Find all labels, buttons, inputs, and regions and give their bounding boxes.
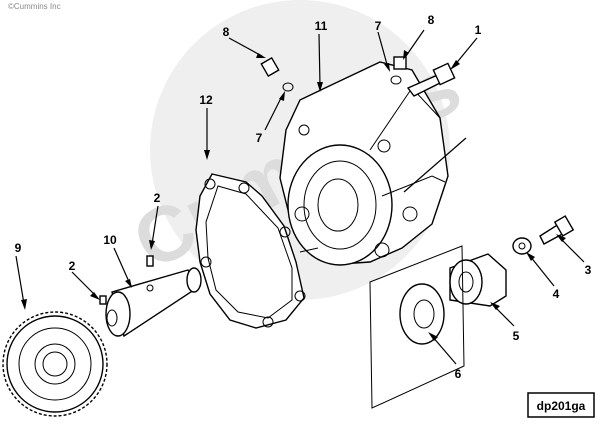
callout-2-lower: 2 bbox=[69, 259, 76, 273]
flat-washer bbox=[512, 237, 532, 255]
callout-8-left: 8 bbox=[223, 25, 230, 39]
callout-8-right: 8 bbox=[428, 13, 435, 27]
leader-arrows bbox=[15, 29, 585, 409]
callout-10: 10 bbox=[103, 233, 117, 247]
callout-9: 9 bbox=[15, 241, 22, 255]
callout-7-right: 7 bbox=[375, 19, 382, 33]
callout-6: 6 bbox=[455, 367, 462, 381]
figure-id-badge: dp201ga bbox=[527, 392, 595, 418]
housing-capscrew bbox=[406, 62, 456, 97]
callout-7-left: 7 bbox=[256, 131, 263, 145]
o-rings bbox=[282, 75, 402, 92]
copyright-text: ©Cummins Inc bbox=[8, 2, 61, 11]
idler-gear bbox=[2, 311, 108, 417]
gasket bbox=[195, 173, 306, 329]
callout-labels: 1 2 2 3 4 5 6 7 7 8 8 9 10 11 12 bbox=[15, 13, 592, 381]
figure-id-text: dp201ga bbox=[537, 399, 586, 413]
pipe-plugs bbox=[260, 56, 407, 78]
callout-5: 5 bbox=[513, 329, 520, 343]
callout-1: 1 bbox=[475, 23, 482, 37]
hub-capscrew bbox=[539, 215, 575, 245]
drive-hub bbox=[449, 253, 507, 307]
callout-3: 3 bbox=[585, 263, 592, 277]
callout-11: 11 bbox=[315, 19, 328, 33]
idler-shaft bbox=[105, 267, 202, 338]
thrust-washer bbox=[399, 283, 445, 345]
callout-12: 12 bbox=[199, 93, 213, 107]
callout-2-upper: 2 bbox=[154, 191, 161, 205]
callout-4: 4 bbox=[553, 287, 560, 301]
gear-housing bbox=[279, 61, 449, 266]
